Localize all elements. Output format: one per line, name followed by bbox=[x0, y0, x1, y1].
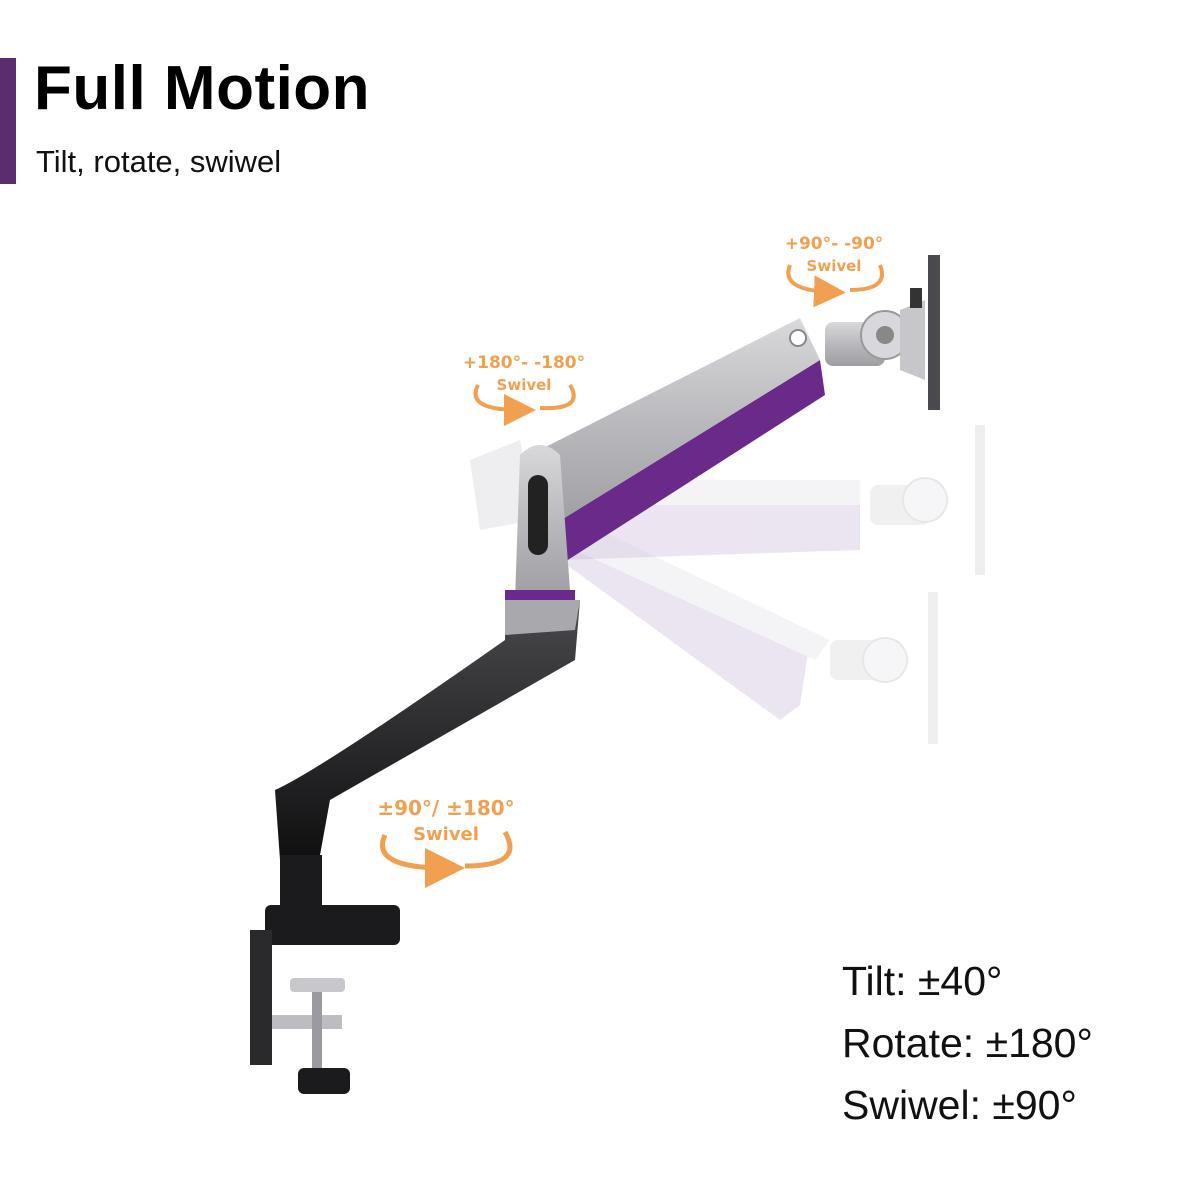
base-swivel-callout: ±90°/ ±180° Swivel bbox=[377, 796, 515, 888]
lower-arm bbox=[275, 600, 580, 860]
swivel-arc-icon bbox=[464, 830, 513, 869]
upper-arm bbox=[520, 318, 825, 565]
base-swivel-label: Swivel bbox=[413, 824, 479, 845]
arm-swivel-range: +180°- -180° bbox=[463, 353, 585, 373]
arm-swivel-label: Swivel bbox=[497, 376, 552, 394]
spec-list: Tilt: ±40° Rotate: ±180° Swiwel: ±90° bbox=[842, 950, 1093, 1136]
arm-swivel-callout: +180°- -180° Swivel bbox=[463, 353, 585, 426]
spec-tilt: Tilt: ±40° bbox=[842, 958, 1003, 1004]
spec-rotate: Rotate: ±180° bbox=[842, 1020, 1093, 1066]
page-title: Full Motion bbox=[34, 54, 371, 123]
swivel-arc-icon bbox=[539, 383, 576, 411]
monitor-swivel-label: Swivel bbox=[807, 257, 862, 275]
desk-clamp bbox=[250, 855, 400, 1094]
swivel-arc-icon bbox=[849, 264, 884, 292]
monitor-swivel-callout: +90°- -90° Swivel bbox=[785, 234, 884, 308]
swivel-arrow-icon bbox=[380, 833, 465, 888]
ghost-arm-lower bbox=[560, 530, 938, 744]
swivel-arrow-icon bbox=[786, 264, 846, 308]
base-swivel-range: ±90°/ ±180° bbox=[377, 796, 514, 820]
page-subtitle: Tilt, rotate, swiwel bbox=[36, 144, 282, 179]
center-hub bbox=[505, 445, 575, 602]
monitor-mount-top bbox=[825, 255, 940, 410]
swivel-arrow-icon bbox=[473, 384, 536, 426]
title-accent-bar bbox=[0, 58, 16, 184]
monitor-swivel-range: +90°- -90° bbox=[785, 234, 884, 254]
spec-swivel: Swiwel: ±90° bbox=[842, 1082, 1077, 1128]
